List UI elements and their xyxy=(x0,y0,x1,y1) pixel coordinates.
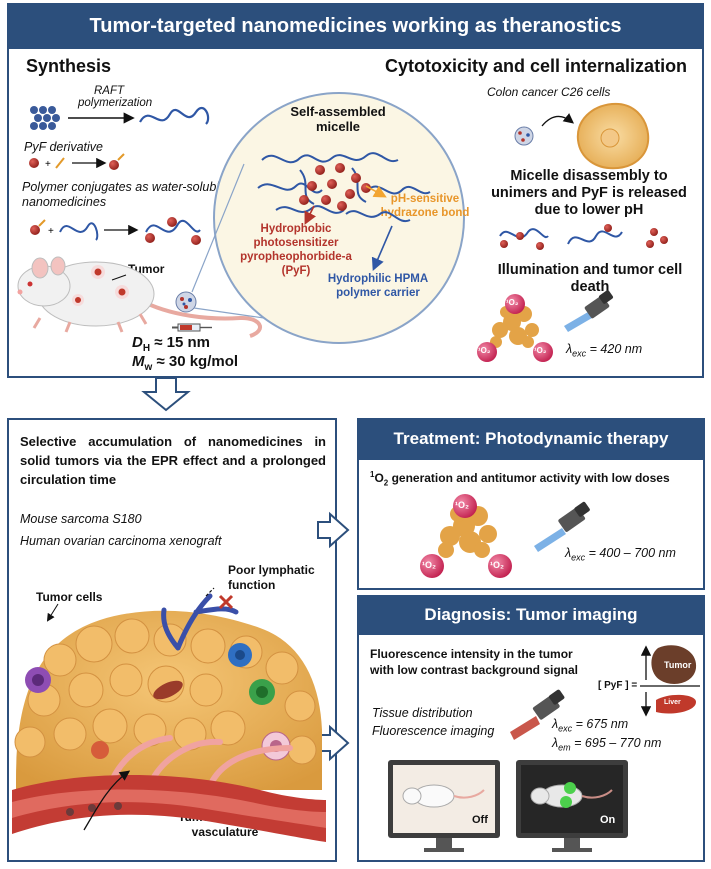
pyf-derivative-label: PyF derivative xyxy=(24,140,103,154)
tumor-organ-label: Tumor xyxy=(664,660,692,670)
c26-cell xyxy=(576,102,650,170)
laser-icon-treatment xyxy=(534,501,590,552)
tumor-cells-pointer xyxy=(46,603,59,622)
tissue-distribution: Tissue distribution xyxy=(372,706,473,720)
singlet-o2-treat-3: ¹O₂ xyxy=(490,560,504,570)
svg-text:+: + xyxy=(45,159,51,170)
micelle-circle xyxy=(213,92,465,344)
nanoparticle-icon xyxy=(175,291,197,313)
diagnosis-header: Diagnosis: Tumor imaging xyxy=(424,605,638,624)
micelle-zoom-line-1 xyxy=(191,163,245,293)
monitor-on-label: On xyxy=(600,814,616,826)
main-title: Tumor-targeted nanomedicines working as … xyxy=(89,15,622,37)
c26-label: Colon cancer C26 cells xyxy=(487,85,611,99)
polymer-chain-1 xyxy=(139,106,210,125)
right-arrow-diagnosis xyxy=(317,724,350,762)
hydrophobic-label: Hydrophobic photosensitizer pyropheophor… xyxy=(240,223,352,277)
treatment-header-bar: Treatment: Photodynamic therapy xyxy=(357,418,705,460)
diagnosis-header-bar: Diagnosis: Tumor imaging xyxy=(357,595,705,635)
liver-organ-label: Liver xyxy=(664,699,681,706)
micelle-chains xyxy=(257,152,431,223)
unimers xyxy=(499,224,668,250)
fluorescence-text: Fluorescence intensity in the tumor with… xyxy=(370,647,579,677)
model-ovarian: Human ovarian carcinoma xenograft xyxy=(20,534,222,548)
main-title-bar: Tumor-targeted nanomedicines working as … xyxy=(7,3,704,49)
singlet-oxygen-text: 1O2 generation and antitumor activity wi… xyxy=(370,470,670,488)
ph-arrow xyxy=(365,185,387,198)
pyf-reaction: + xyxy=(29,153,125,170)
syringe-icon xyxy=(172,323,212,332)
laser-icon-diagnosis xyxy=(510,689,565,740)
tumor-tissue xyxy=(12,587,326,842)
illumination-text: Illumination and tumor cell death xyxy=(497,262,683,295)
epr-text: Selective accumulation of nanomedicines … xyxy=(20,434,326,487)
conjugates-label: Polymer conjugates as water-soluble nano… xyxy=(22,180,227,209)
down-arrow xyxy=(141,377,191,412)
internalization-arrow xyxy=(541,113,575,127)
pyf-equation: [ PyF ] = xyxy=(598,680,638,691)
micelle-title: Self-assembled micelle xyxy=(290,104,386,134)
singlet-o2-top-2: ¹O₂ xyxy=(478,346,491,355)
tumor-pointer xyxy=(111,274,127,281)
tumor-liver-ratio xyxy=(640,645,700,717)
monomer-cluster xyxy=(30,106,60,130)
singlet-o2-top-1: ¹O₂ xyxy=(506,298,519,307)
monitor-off xyxy=(388,760,500,852)
disassembly-text: Micelle disassembly to unimers and PyF i… xyxy=(491,168,687,218)
poor-lymphatic-label: Poor lymphatic function xyxy=(228,563,315,592)
hydrophilic-arrow xyxy=(371,225,393,271)
treatment-header: Treatment: Photodynamic therapy xyxy=(393,429,669,448)
monitor-off-label: Off xyxy=(472,814,488,826)
hydrodynamic-diameter: DH ≈ 15 nm xyxy=(132,334,210,354)
laser-icon-top xyxy=(564,290,613,332)
lambda-exc-675: λexc = 675 nm xyxy=(552,717,629,734)
ph-bond-label: pH-sensitive hydrazone bond xyxy=(380,193,470,219)
small-nanoparticle xyxy=(514,126,534,146)
conjugate-reaction: + xyxy=(30,217,201,245)
cyto-heading: Cytotoxicity and cell internalization xyxy=(385,56,688,76)
singlet-o2-top-3: ¹O₂ xyxy=(534,346,547,355)
singlet-oxygen-treatment xyxy=(420,494,512,578)
singlet-oxygen-top xyxy=(477,294,553,362)
molecular-weight: Mw ≈ 30 kg/mol xyxy=(132,353,239,373)
right-arrow-treatment xyxy=(317,511,350,549)
fluorescence-imaging: Fluorescence imaging xyxy=(372,724,495,738)
micelle-pyf-beads xyxy=(299,163,371,211)
raft-label: RAFT polymerization xyxy=(78,85,153,109)
lambda-420: λexc = 420 nm xyxy=(566,342,643,359)
monitor-on xyxy=(516,760,628,852)
singlet-o2-treat-2: ¹O₂ xyxy=(422,560,436,570)
model-s180: Mouse sarcoma S180 xyxy=(20,512,142,526)
synthesis-heading: Synthesis xyxy=(26,56,112,76)
tumor-cells-label: Tumor cells xyxy=(36,590,103,604)
svg-text:+: + xyxy=(48,226,54,237)
lambda-400-700: λexc = 400 – 700 nm xyxy=(565,546,676,563)
hydrophilic-label: Hydrophilic HPMA polymer carrier xyxy=(327,273,429,299)
mouse-illustration xyxy=(17,256,262,338)
micelle-zoom-line-2 xyxy=(193,307,265,319)
lambda-em: λem = 695 – 770 nm xyxy=(552,736,662,753)
hydrophobic-arrow xyxy=(304,205,317,225)
singlet-o2-treat-1: ¹O₂ xyxy=(455,500,469,510)
